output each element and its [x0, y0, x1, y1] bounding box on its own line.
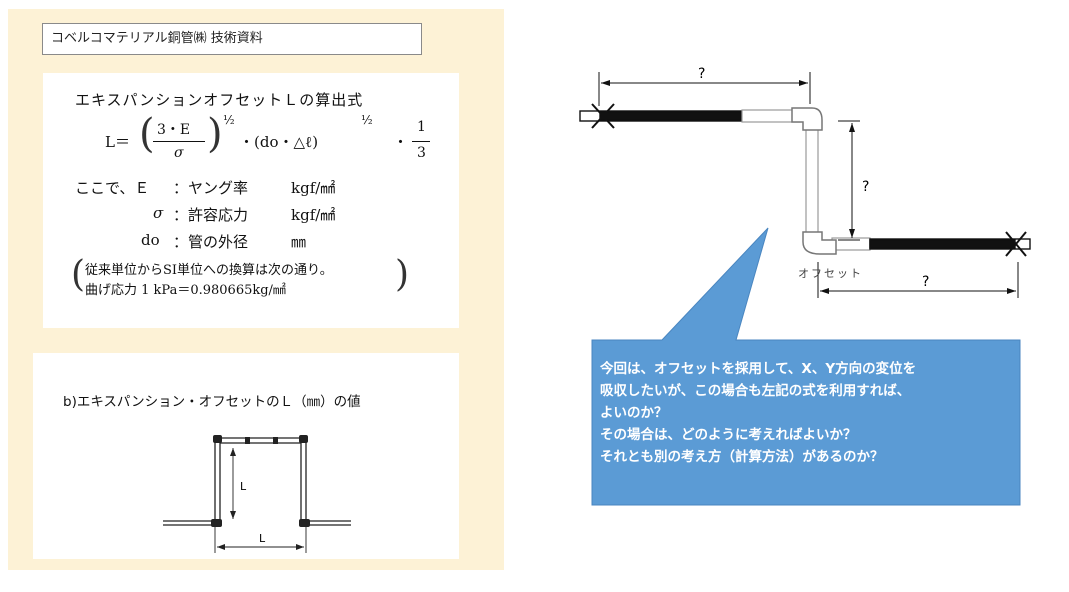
callout-line-3: よいのか？	[600, 405, 668, 421]
note-right-paren: )	[395, 254, 410, 295]
formula-lhs: L＝	[105, 133, 130, 151]
note-line-2: 曲げ応力 1 kPa＝0.980665kg/㎟	[85, 283, 286, 298]
where-label: ここで、Ｅ	[75, 179, 150, 197]
formula-numerator: 3・E	[157, 122, 191, 138]
do-symbol: do	[141, 231, 160, 249]
expansion-loop-diagram: L L	[163, 435, 351, 553]
formula-card: エキスパンションオフセットＬの算出式 L＝ ( 3・E σ ) ½ ・(do・△…	[43, 73, 459, 328]
left-paren: (	[139, 111, 155, 157]
formula-denominator: σ	[174, 145, 184, 161]
formula-heading: エキスパンションオフセットＬの算出式	[75, 91, 364, 109]
offset-label: オフセット	[798, 267, 863, 280]
fraction-den: 3	[417, 145, 426, 161]
fraction-bar-2	[412, 141, 430, 142]
note-line-1: 従来単位からSI単位への換算は次の通り。	[85, 263, 333, 278]
fraction-num: 1	[417, 119, 426, 135]
top-dimension-label: ?	[698, 66, 705, 82]
callout-line-1: 今回は、オフセットを採用して、X、Y方向の変位を	[600, 361, 917, 377]
right-paren: )	[207, 111, 223, 157]
callout-line-5: それとも別の考え方（計算方法）があるのか？	[600, 449, 884, 465]
expansion-offset-card: b)エキスパンション・オフセットのＬ（㎜）の値	[33, 353, 459, 559]
note-left-paren: (	[71, 254, 86, 295]
e-description: ：ヤング率	[173, 179, 249, 197]
question-callout	[591, 227, 1021, 506]
e-unit: kgf/㎟	[291, 179, 336, 197]
vertical-dimension-label: ?	[862, 179, 869, 195]
horizontal-l-label: L	[259, 532, 266, 545]
exponent-half: ½	[223, 113, 235, 127]
callout-line-2: 吸収したいが、この場合も左記の式を利用すれば、	[600, 383, 911, 399]
vertical-l-label: L	[240, 480, 247, 493]
diagram-heading: b)エキスパンション・オフセットのＬ（㎜）の値	[63, 394, 361, 410]
callout-line-4: その場合は、どのように考えればよいか？	[600, 427, 857, 443]
do-unit: ㎜	[291, 233, 307, 251]
sigma-unit: kgf/㎟	[291, 206, 336, 224]
exponent-half-2: ½	[361, 113, 373, 127]
fraction-bar	[153, 141, 205, 142]
formula-dot: ・	[393, 133, 409, 151]
document-title: コベルコマテリアル銅管㈱ 技術資料	[42, 23, 422, 55]
callout-text: 今回は、オフセットを採用して、X、Y方向の変位を 吸収したいが、この場合も左記の…	[600, 358, 1020, 468]
sigma-symbol: σ	[153, 204, 164, 222]
do-description: ：管の外径	[173, 233, 249, 251]
sigma-description: ：許容応力	[173, 206, 249, 224]
left-panel: コベルコマテリアル銅管㈱ 技術資料 エキスパンションオフセットＬの算出式 L＝ …	[8, 9, 504, 570]
formula-middle: ・(do・△ℓ)	[239, 133, 319, 151]
bottom-dimension-label: ?	[922, 274, 929, 290]
